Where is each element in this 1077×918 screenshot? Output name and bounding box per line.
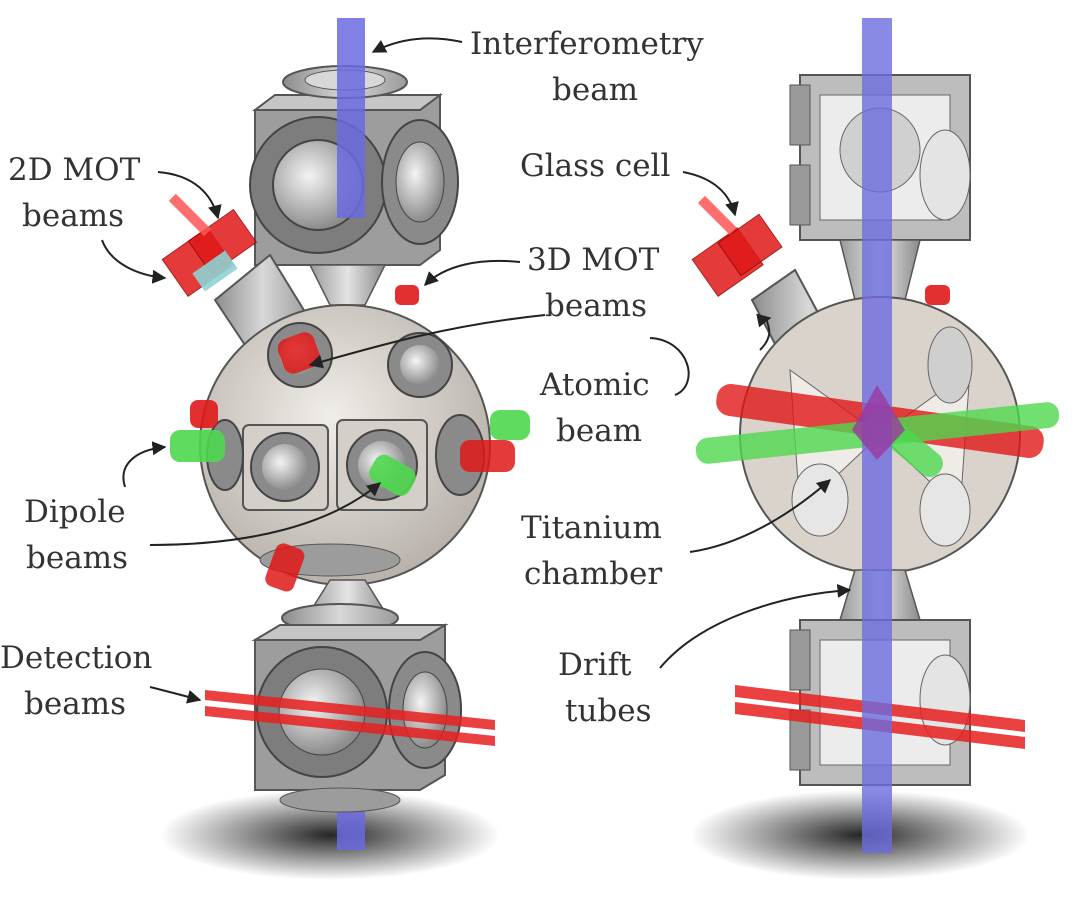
arrow-dipole-top bbox=[122, 441, 167, 488]
arrow-glass-cell bbox=[682, 171, 739, 217]
left-detection-beams bbox=[205, 690, 495, 746]
label-3d-mot-line2: beams bbox=[545, 288, 647, 324]
left-titanium-sphere bbox=[199, 304, 491, 586]
arrow-drift bbox=[659, 583, 852, 669]
labels: Interferometry beam 2D MOT beams 3D MOT … bbox=[0, 26, 704, 729]
annotation-arrows bbox=[101, 37, 852, 704]
left-3d-mot-beams bbox=[190, 285, 515, 592]
right-shadow bbox=[690, 790, 1030, 880]
label-drift-line2: tubes bbox=[565, 693, 652, 729]
arrow-atomic-beam bbox=[649, 337, 690, 396]
label-glass-cell: Glass cell bbox=[520, 148, 670, 184]
left-upper-cone bbox=[308, 264, 387, 306]
arrow-3d-mot-bottom bbox=[308, 314, 546, 369]
label-detection-line2: beams bbox=[24, 686, 126, 722]
label-interferometry-line2: beam bbox=[552, 72, 638, 108]
label-drift-line1: Drift bbox=[558, 647, 632, 683]
arrow-atomic-beam-tip bbox=[756, 313, 772, 351]
label-3d-mot-line1: 3D MOT bbox=[527, 242, 660, 278]
arrow-detection bbox=[149, 686, 202, 704]
label-atomic-beam-line1: Atomic bbox=[539, 367, 650, 403]
right-atom-cloud bbox=[852, 385, 905, 460]
label-dipole-line1: Dipole bbox=[24, 494, 126, 530]
right-assembly bbox=[690, 18, 1060, 880]
right-atomic-beam-arm bbox=[691, 195, 867, 432]
arrow-3d-mot-top bbox=[424, 259, 521, 286]
label-dipole-line2: beams bbox=[26, 540, 128, 576]
label-detection-line1: Detection bbox=[0, 640, 152, 676]
label-titanium-line1: Titanium bbox=[521, 510, 662, 546]
arrow-2d-mot-top bbox=[157, 171, 222, 220]
arrow-2d-mot-bottom bbox=[101, 239, 167, 284]
arrow-titanium bbox=[689, 479, 832, 553]
label-interferometry-line1: Interferometry bbox=[470, 26, 704, 62]
left-shadow bbox=[160, 790, 500, 880]
label-titanium-line2: chamber bbox=[524, 556, 662, 592]
left-interferometry-beam-top bbox=[337, 18, 365, 218]
label-atomic-beam-line2: beam bbox=[556, 413, 642, 449]
left-assembly bbox=[160, 18, 530, 880]
arrow-interferometry bbox=[371, 37, 463, 53]
label-2d-mot-line2: beams bbox=[22, 198, 124, 234]
label-2d-mot-line1: 2D MOT bbox=[8, 152, 141, 188]
arrow-dipole-bottom bbox=[149, 482, 382, 546]
